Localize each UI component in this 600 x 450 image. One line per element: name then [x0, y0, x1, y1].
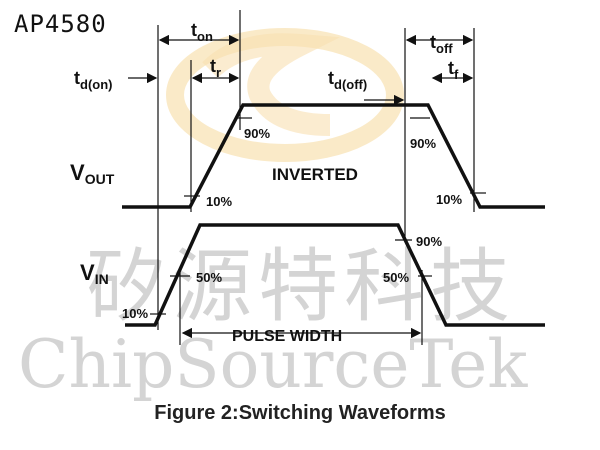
vin-90-right-label: 90% [416, 234, 442, 249]
t-r-label: tr [210, 56, 221, 80]
vout-90-right-label: 90% [410, 136, 436, 151]
vout-90-left-label: 90% [244, 126, 270, 141]
vout-label: VOUT [70, 160, 115, 187]
vin-waveform [125, 223, 545, 327]
t-on-label: ton [191, 20, 213, 44]
t-off-label: toff [430, 32, 453, 56]
vin-50-right-label: 50% [383, 270, 409, 285]
figure-caption: Figure 2:Switching Waveforms [154, 402, 446, 424]
vin-50-left-label: 50% [196, 270, 222, 285]
t-d-on-label: td(on) [74, 68, 112, 92]
t-f-label: tf [448, 58, 459, 82]
inverted-label: INVERTED [272, 165, 358, 184]
pulse-width-label: PULSE WIDTH [232, 328, 342, 345]
watermark-english: ChipSourceTek [18, 326, 528, 403]
vout-10-right-label: 10% [436, 192, 462, 207]
t-d-off-label: td(off) [328, 68, 367, 92]
vin-10-left-label: 10% [122, 306, 148, 321]
vout-10-left-label: 10% [206, 194, 232, 209]
vout-waveform [122, 103, 545, 209]
vin-label: VIN [80, 260, 109, 287]
part-number: AP4580 [14, 10, 107, 38]
